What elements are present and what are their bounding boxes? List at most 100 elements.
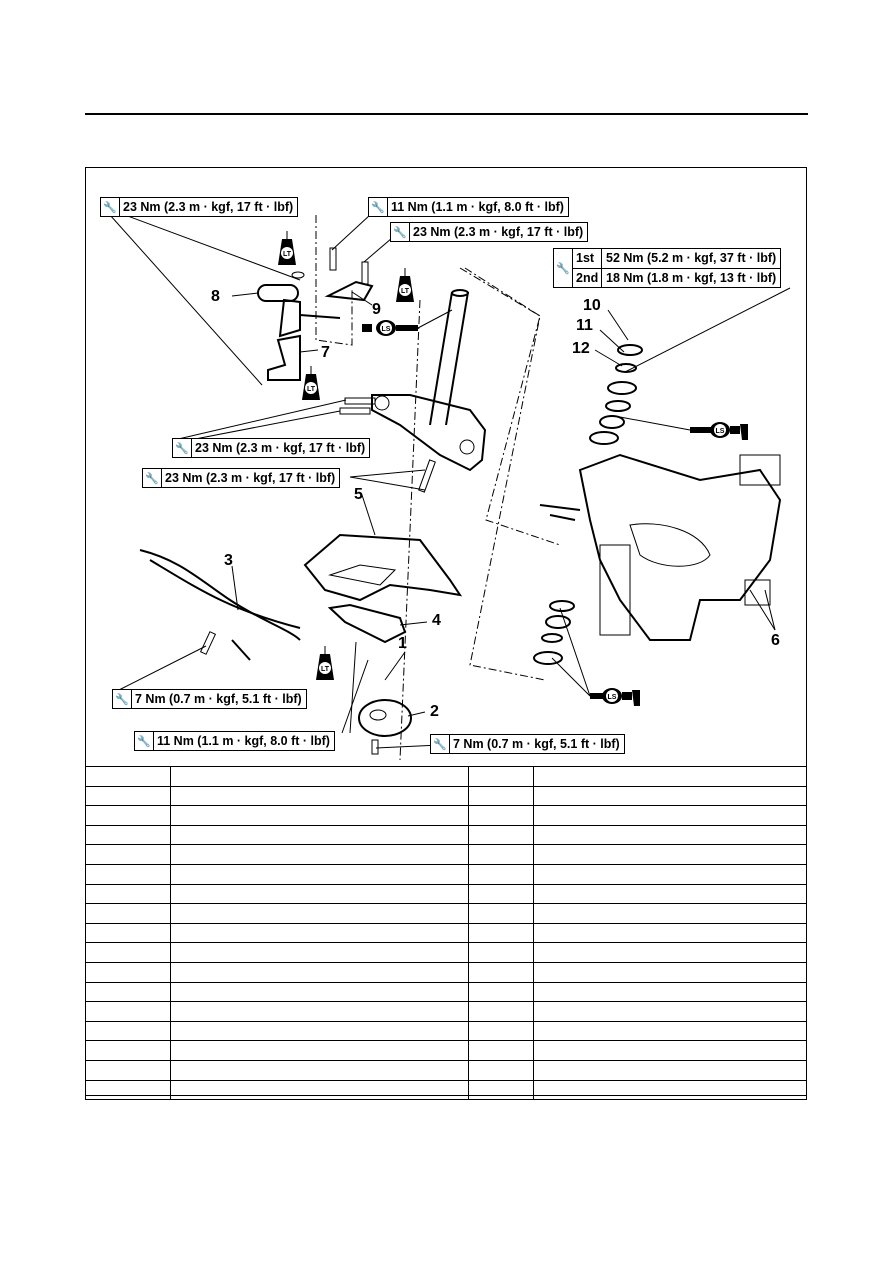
brake-hose — [149, 559, 301, 629]
bearing-cover — [605, 400, 631, 412]
callout-number: 6 — [771, 632, 780, 649]
svg-text:LS: LS — [716, 428, 725, 435]
frame-window — [629, 523, 711, 567]
torque-spec-box: 🔧 23 Nm (2.3 m · kgf, 17 ft · lbf) — [390, 222, 589, 242]
lt-symbol-icon: LT — [396, 268, 414, 302]
table-row — [85, 903, 807, 924]
wrench-icon: 🔧 — [135, 732, 154, 750]
table-cell — [533, 942, 807, 963]
torque-spec-box: 🔧 7 Nm (0.7 m · kgf, 5.1 ft · lbf) — [112, 689, 307, 709]
ls-grease-icon: LS — [619, 416, 748, 440]
table-cell — [533, 863, 807, 885]
wire-connector — [744, 579, 771, 606]
table-cell — [85, 1020, 171, 1042]
leader-line — [407, 711, 426, 717]
leader-line — [349, 641, 357, 734]
callout-number: 9 — [372, 301, 381, 318]
table-cell — [533, 805, 807, 826]
bolt — [329, 247, 337, 271]
wrench-icon: 🔧 — [143, 469, 162, 487]
horn-center — [369, 709, 387, 721]
leader-line — [361, 494, 376, 536]
ls-symbols: LS LS LS — [362, 309, 748, 706]
brake-hose — [139, 549, 301, 641]
table-cell — [85, 883, 171, 905]
table-cell — [468, 844, 534, 865]
wrench-icon: 🔧 — [173, 439, 192, 457]
leader-line — [594, 349, 623, 367]
lt-symbols: LT LT LT LT — [278, 231, 414, 680]
table-cell — [170, 1020, 469, 1042]
table-cell — [533, 844, 807, 865]
callout-number: 1 — [398, 635, 407, 652]
leader-line — [231, 292, 259, 297]
leader-line — [189, 410, 341, 441]
callout-number: 11 — [576, 317, 593, 334]
wrench-icon: 🔧 — [391, 223, 410, 241]
leader-line — [124, 214, 301, 281]
lt-symbol-icon: LT — [316, 646, 334, 680]
table-cell — [170, 981, 469, 1003]
callout-number: 12 — [572, 340, 590, 357]
frame-part — [739, 454, 781, 486]
steering-stem — [445, 291, 469, 426]
table-cell — [533, 883, 807, 905]
table-cell — [468, 824, 534, 846]
table-row — [85, 766, 807, 787]
parts-table — [85, 766, 807, 1101]
torque-spec-box: 🔧 23 Nm (2.3 m · kgf, 17 ft · lbf) — [100, 197, 299, 217]
table-cell — [533, 824, 807, 846]
horn-body — [257, 284, 299, 302]
table-cell — [170, 863, 469, 885]
table-cell — [468, 883, 534, 905]
table-cell — [533, 961, 807, 983]
table-cell — [468, 922, 534, 944]
leader-line — [341, 659, 369, 734]
horn — [358, 699, 412, 737]
table-cell — [85, 981, 171, 1003]
leader-line — [749, 589, 776, 631]
table-cell — [170, 883, 469, 905]
table-cell — [170, 1040, 469, 1061]
bracket-7 — [267, 334, 301, 381]
seal — [541, 633, 563, 643]
front-fender — [303, 533, 463, 602]
table-row — [85, 824, 807, 846]
bolt — [344, 397, 376, 405]
leader-line — [375, 744, 441, 749]
table-row — [85, 981, 807, 1003]
table-cell — [85, 824, 171, 846]
table-cell — [85, 1040, 171, 1061]
table-row — [85, 1001, 807, 1022]
table-cell — [85, 766, 171, 787]
table-cell — [533, 1079, 807, 1101]
bracket-hole — [459, 439, 475, 455]
leader-line — [114, 645, 207, 693]
table-row — [85, 1079, 807, 1101]
table-cell — [170, 922, 469, 944]
ls-grease-icon: LS — [551, 607, 640, 706]
table-cell — [468, 961, 534, 983]
leader-line — [231, 565, 239, 611]
assembly-line — [399, 299, 421, 761]
table-cell — [468, 942, 534, 963]
table-row — [85, 1059, 807, 1081]
bolt — [418, 459, 436, 493]
table-cell — [85, 844, 171, 865]
table-row — [85, 863, 807, 885]
table-cell — [468, 805, 534, 826]
hose-holder — [327, 603, 407, 644]
table-cell — [85, 961, 171, 983]
svg-text:LT: LT — [283, 251, 292, 258]
svg-text:LS: LS — [382, 326, 391, 333]
table-cell — [468, 981, 534, 1003]
svg-text:LT: LT — [401, 288, 410, 295]
wrench-icon: 🔧 — [113, 690, 132, 708]
table-cell — [533, 785, 807, 807]
table-cell — [85, 1059, 171, 1081]
table-row — [85, 1020, 807, 1042]
lower-race — [549, 600, 575, 612]
frame — [578, 453, 782, 641]
bolt — [339, 407, 371, 415]
callout-number: 10 — [583, 297, 601, 314]
